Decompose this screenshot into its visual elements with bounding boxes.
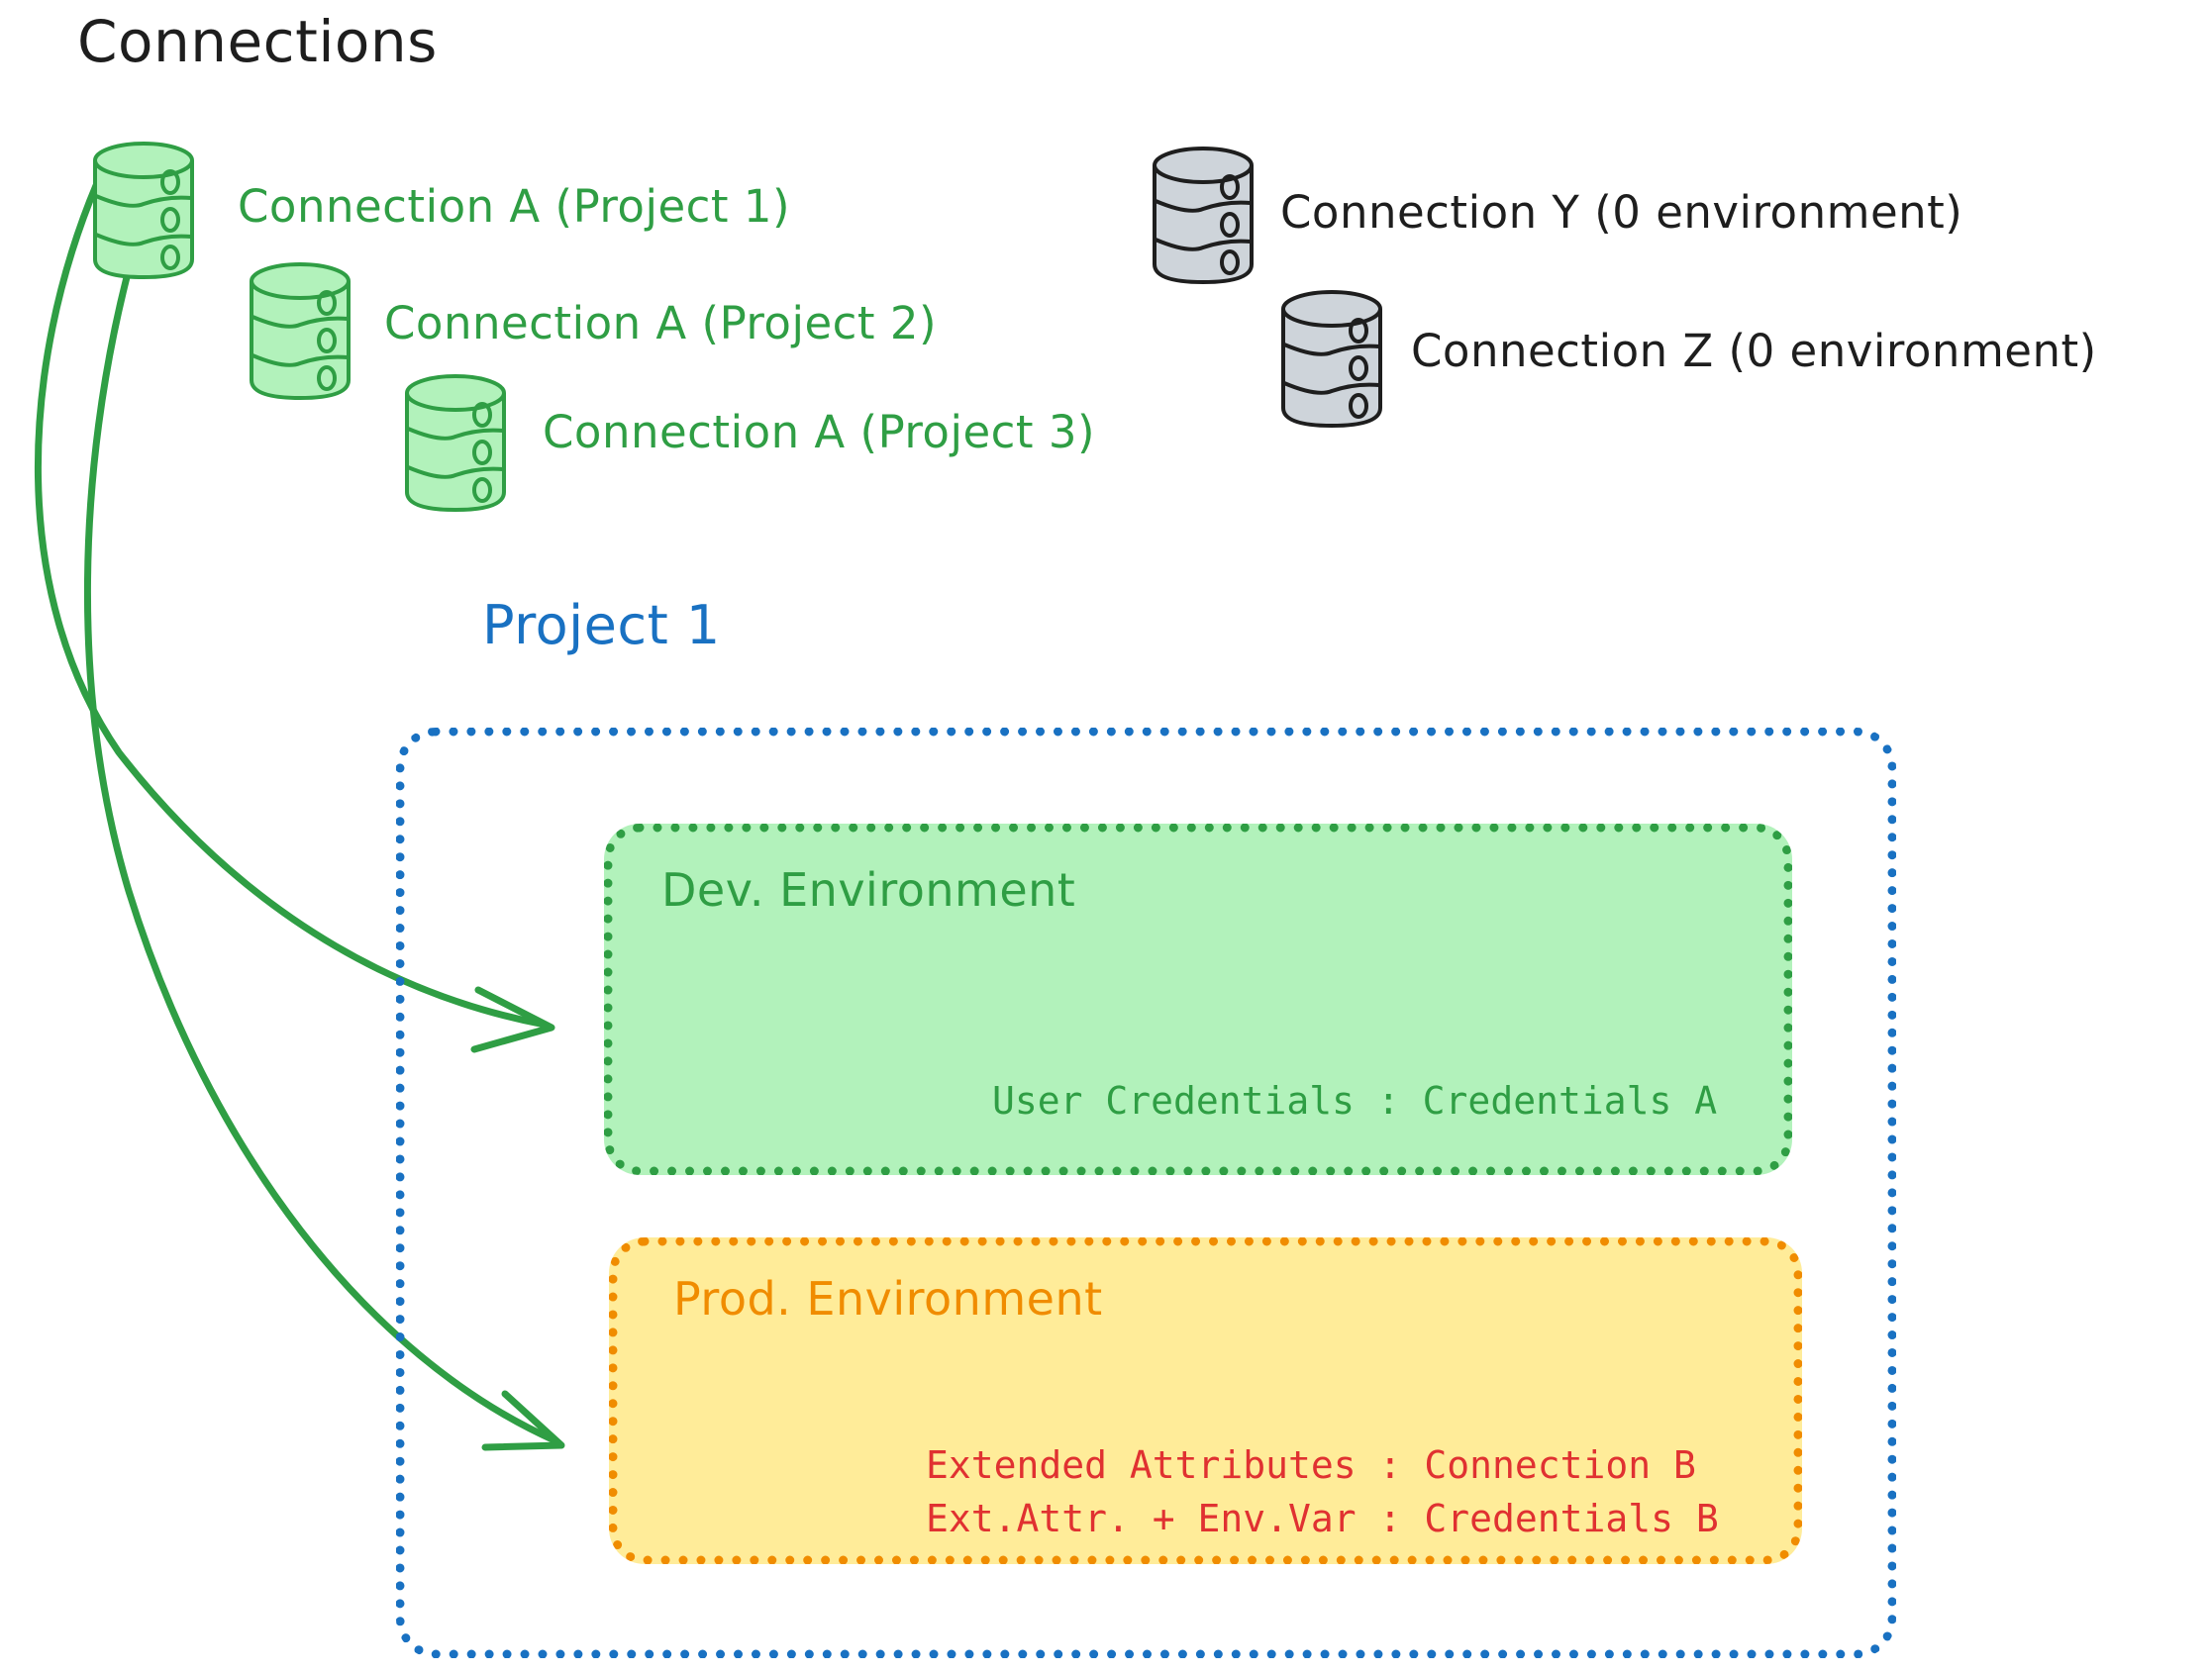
database-cylinder-icon: [401, 371, 510, 515]
connection-label-green-2: Connection A (Project 2): [384, 297, 938, 349]
dev-environment-credentials-line: User Credentials : Credentials A: [992, 1079, 1718, 1123]
connection-label-green-3: Connection A (Project 3): [543, 406, 1096, 458]
dev-environment-title: Dev. Environment: [661, 863, 1076, 917]
connection-label-gray-1: Connection Y (0 environment): [1280, 186, 1963, 239]
connection-label-gray-2: Connection Z (0 environment): [1411, 325, 2097, 377]
project-title: Project 1: [482, 594, 721, 656]
database-cylinder-icon: [89, 139, 198, 282]
prod-environment-credentials-line: Ext.Attr. + Env.Var : Credentials B: [926, 1497, 1719, 1540]
database-cylinder-icon: [246, 259, 354, 403]
prod-environment-attributes-line: Extended Attributes : Connection B: [926, 1443, 1696, 1487]
database-cylinder-icon: [1277, 287, 1386, 431]
project-container: [396, 728, 1896, 1658]
prod-environment-title: Prod. Environment: [673, 1272, 1103, 1326]
prod-environment-box: [609, 1237, 1802, 1564]
connection-label-green-1: Connection A (Project 1): [238, 180, 791, 233]
page-title: Connections: [77, 8, 438, 75]
database-cylinder-icon: [1149, 144, 1257, 287]
dev-environment-box: [604, 824, 1792, 1175]
